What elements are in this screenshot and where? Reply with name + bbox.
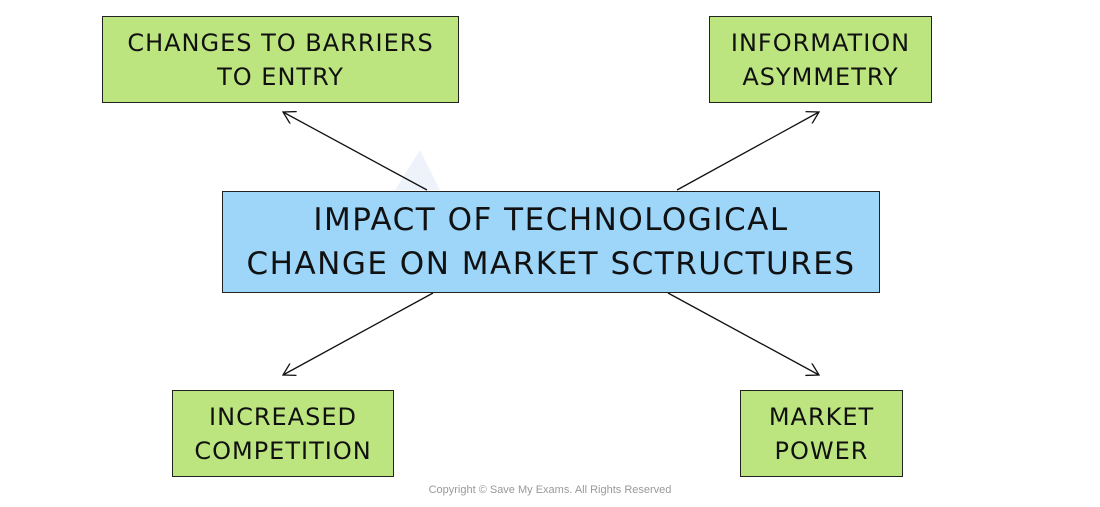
node-text: CHANGES TO BARRIERS xyxy=(127,28,434,57)
node-text: ASYMMETRY xyxy=(742,62,899,91)
center-text: IMPACT OF TECHNOLOGICAL xyxy=(313,202,789,238)
copyright-notice: Copyright © Save My Exams. All Rights Re… xyxy=(428,484,672,496)
node-text: TO ENTRY xyxy=(217,62,344,91)
node-information-asymmetry: INFORMATION ASYMMETRY xyxy=(709,16,932,103)
arrow-to-information xyxy=(676,112,819,191)
node-market-power: MARKET POWER xyxy=(740,390,903,477)
node-text: POWER xyxy=(774,436,869,465)
watermark-logo-shape xyxy=(395,150,440,190)
node-text: INCREASED xyxy=(209,402,357,431)
node-text: COMPETITION xyxy=(194,436,372,465)
arrow-to-barriers xyxy=(283,112,428,191)
arrow-to-market-power xyxy=(667,292,819,375)
node-increased-competition: INCREASED COMPETITION xyxy=(172,390,394,477)
node-barriers-to-entry: CHANGES TO BARRIERS TO ENTRY xyxy=(102,16,459,103)
center-text: CHANGE ON MARKET SCTRUCTURES xyxy=(246,246,856,282)
center-node: IMPACT OF TECHNOLOGICAL CHANGE ON MARKET… xyxy=(222,191,880,293)
arrow-to-competition xyxy=(283,292,434,375)
node-text: INFORMATION xyxy=(730,28,911,57)
node-text: MARKET xyxy=(768,402,875,431)
